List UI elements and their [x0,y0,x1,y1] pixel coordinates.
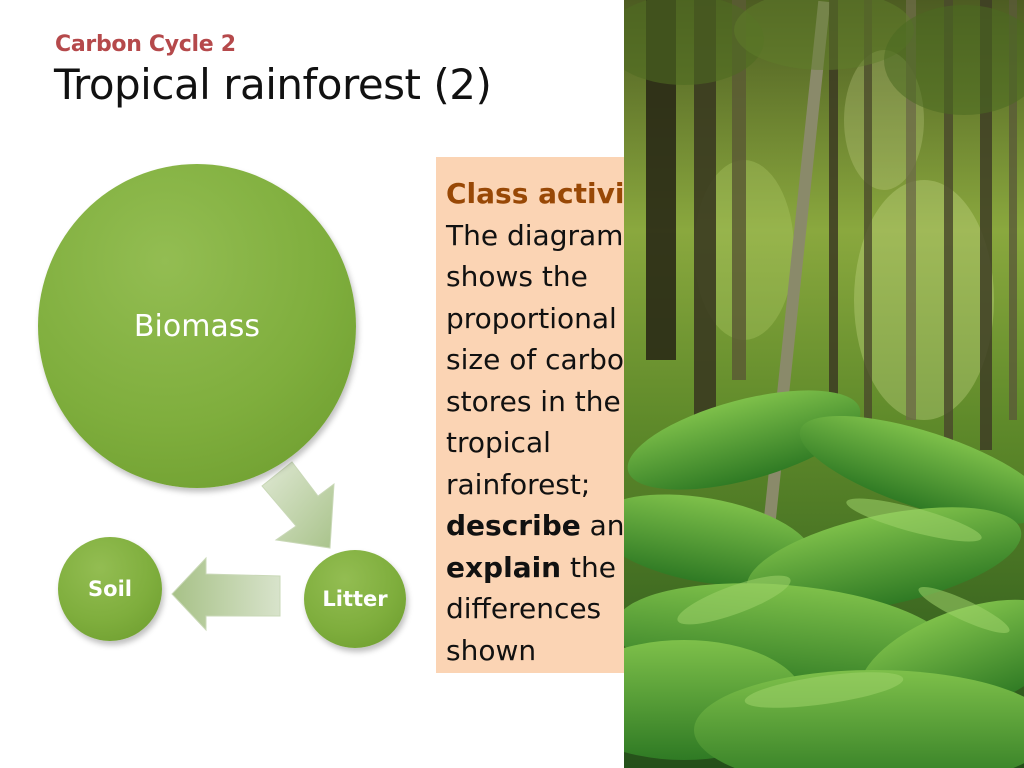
node-soil: Soil [58,537,162,641]
activity-line: shown [446,633,537,667]
arrow-biomass-to-litter [261,461,335,549]
activity-heading: Class activity [446,177,657,210]
node-soil-label: Soil [88,577,132,601]
carbon-store-diagram: Biomass Litter Soil [0,150,430,670]
explain-keyword: explain [446,550,562,584]
activity-line: size of carbon [446,343,642,376]
node-biomass: Biomass [38,164,356,488]
node-biomass-label: Biomass [133,308,261,344]
rainforest-photo [624,0,1024,768]
node-litter-label: Litter [322,587,388,611]
activity-line: stores in the [446,384,621,418]
class-activity-box: Class activity The diagram shows the pro… [436,157,694,673]
rainforest-illustration [624,0,1024,768]
node-litter: Litter [304,550,406,648]
activity-line: rainforest; [446,467,591,501]
activity-line: differences [446,592,602,625]
activity-line: tropical [446,426,551,459]
activity-line: proportional [446,301,617,335]
slide-title: Tropical rainforest (2) [54,60,492,109]
activity-line-explain: explain the [446,547,684,589]
activity-line: The diagram [446,218,624,252]
slide-subtitle: Carbon Cycle 2 [55,32,236,57]
describe-keyword: describe [446,509,581,542]
flow-arrows [171,461,335,632]
arrow-litter-to-soil [171,556,281,632]
explain-rest: the [561,550,616,584]
activity-line: shows the [446,260,588,293]
